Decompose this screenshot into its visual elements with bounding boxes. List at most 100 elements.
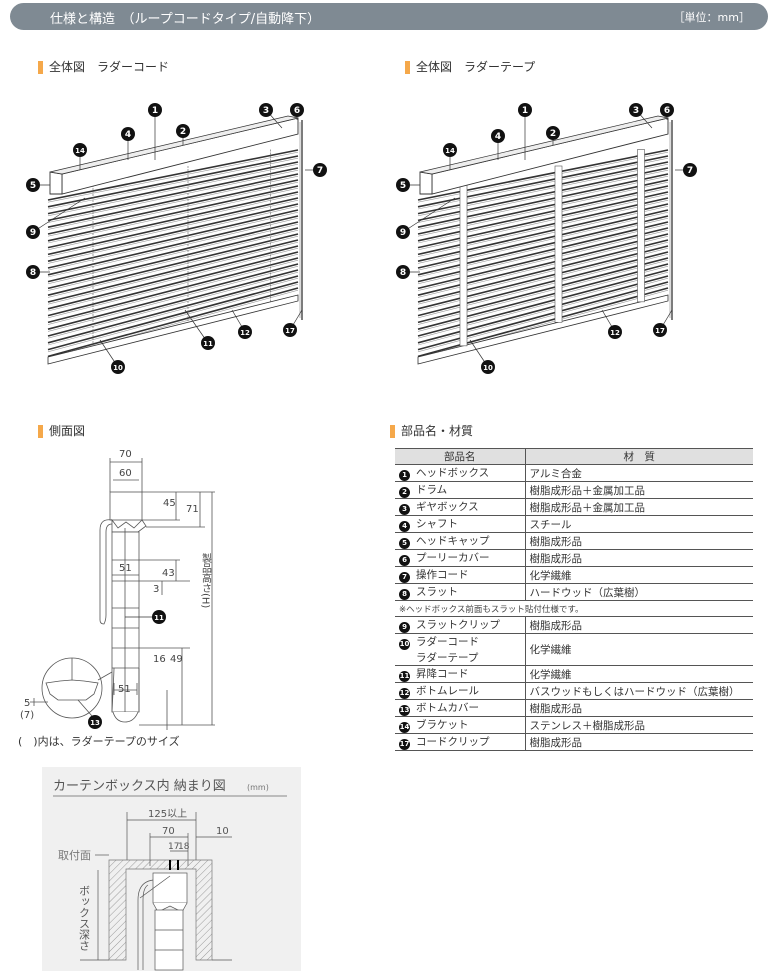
marker-tape-5-icon: [396, 178, 410, 192]
leader-line: [402, 197, 456, 233]
material-cell: 樹脂成形品＋金属加工品: [524, 481, 753, 499]
slat-edge: [417, 223, 669, 285]
part-name: ヘッドボックス: [416, 467, 490, 479]
marker-cord-10: 10: [113, 364, 123, 372]
part-name: ボトムレール: [416, 685, 479, 697]
marker-cord-17-icon: [283, 323, 297, 337]
blind-ladder-tape-drawing: [417, 115, 673, 365]
slat-edge: [47, 265, 299, 332]
slat: [47, 191, 299, 249]
table-row: 3 ギヤボックス 樹脂成形品＋金属加工品: [395, 498, 753, 516]
part-number-icon: 3: [399, 504, 410, 515]
marker-cord-9-icon: [26, 225, 40, 239]
slat: [47, 197, 299, 256]
slat: [47, 239, 299, 303]
slat-edge: [47, 193, 299, 251]
slat-edge: [417, 169, 669, 223]
slat: [417, 239, 669, 303]
marker-tape-3: 3: [633, 106, 639, 116]
curtain-box-drawing: カーテンボックス内 納まり図 (mm) 125以上 70 10 17 18 取付…: [53, 778, 287, 971]
marker-cord-12-icon: [238, 325, 252, 339]
part-number-icon: 10: [399, 639, 410, 650]
slat-edge: [417, 277, 669, 346]
slat-edge: [417, 229, 669, 291]
box-dim-18: 18: [178, 842, 190, 852]
marker-tape-5: 5: [400, 181, 406, 191]
slat-edge: [417, 217, 669, 278]
marker-cord-17: 17: [285, 327, 295, 335]
marker-cord-2-icon: [176, 124, 190, 138]
marker-cord-6-icon: [290, 103, 304, 117]
slat-edge: [47, 169, 299, 223]
dim-43: 43: [162, 568, 175, 579]
dim-70: 70: [119, 449, 132, 460]
dim-3: 3: [153, 584, 159, 595]
marker-cord-14-icon: [73, 143, 87, 157]
marker-tape-2-icon: [546, 126, 560, 140]
slat: [47, 245, 299, 310]
part-number-icon: 7: [399, 572, 410, 583]
part-name: ブラケット: [416, 719, 469, 731]
slat-edge: [47, 199, 299, 257]
material-cell: 樹脂成形品＋金属加工品: [524, 498, 753, 516]
slat-edge: [417, 235, 669, 298]
slat: [417, 281, 669, 351]
mount-surface-label: 取付面: [58, 849, 91, 862]
material-cell: アルミ合金: [524, 464, 753, 482]
part-number-icon: 4: [399, 521, 410, 532]
slat: [417, 245, 669, 310]
slat: [417, 275, 669, 344]
slat: [47, 173, 299, 228]
material-cell: 樹脂成形品: [524, 616, 753, 634]
table-note-row: ※ヘッドボックス前面もスラット貼付仕様です。: [395, 600, 753, 617]
slat-edge: [47, 283, 299, 353]
marker-cord-8: 8: [30, 268, 36, 278]
slat: [417, 185, 669, 242]
marker-cord-2: 2: [180, 127, 186, 137]
slat-edge: [417, 265, 669, 332]
marker-tape-17: 17: [655, 327, 665, 335]
slat-edge: [417, 199, 669, 257]
slat: [47, 263, 299, 330]
section-ladder-tape: 全体図 ラダーテープ: [405, 61, 535, 74]
marker-tape-1: 1: [522, 106, 528, 116]
head-box-top: [49, 115, 299, 175]
slat-edge: [417, 241, 669, 305]
slat: [47, 215, 299, 276]
marker-cord-1: 1: [152, 106, 158, 116]
slat: [417, 149, 669, 201]
slat: [47, 287, 299, 358]
material-cell: 樹脂成形品: [524, 733, 753, 751]
slat: [47, 275, 299, 344]
slat: [417, 269, 669, 337]
slat-edge: [417, 247, 669, 312]
part-name: スラット: [416, 586, 458, 598]
marker-cord-4: 4: [125, 130, 131, 140]
head-cap: [419, 171, 433, 195]
slat: [47, 179, 299, 235]
part-number-icon: 14: [399, 722, 410, 733]
slat-edge: [47, 205, 299, 264]
marker-side-11: 11: [154, 614, 164, 622]
slat-edge: [47, 181, 299, 237]
part-name: ギヤボックス: [416, 501, 479, 513]
dim-49: 49: [170, 654, 183, 665]
marker-cord-6: 6: [294, 106, 300, 116]
side-view-caption: ( )内は、ラダーテープのサイズ: [18, 735, 180, 748]
bottom-rail: [417, 294, 669, 365]
part-name: コードクリップ: [416, 736, 490, 748]
slat: [417, 287, 669, 358]
slat-edge: [417, 175, 669, 230]
slat: [47, 257, 299, 324]
marker-tape-7: 7: [687, 166, 693, 176]
slat-edge: [47, 229, 299, 291]
slat-edge: [417, 211, 669, 271]
